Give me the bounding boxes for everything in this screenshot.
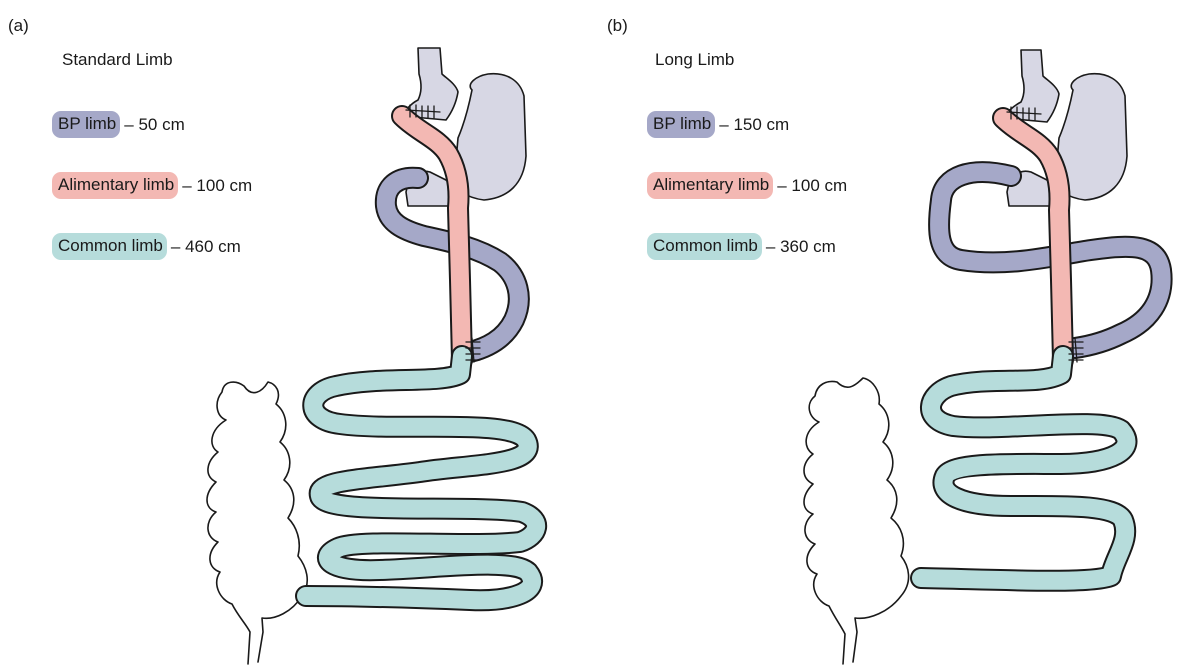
anatomy-illustration xyxy=(591,0,1182,666)
anatomy-illustration xyxy=(0,0,591,666)
panel-standard-limb: (a) Standard Limb BP limb – 50 cm Alimen… xyxy=(0,0,591,666)
colon xyxy=(804,378,909,664)
colon xyxy=(207,382,307,664)
panel-long-limb: (b) Long Limb BP limb – 150 cm Alimentar… xyxy=(591,0,1182,666)
common-limb-fill xyxy=(306,356,536,600)
